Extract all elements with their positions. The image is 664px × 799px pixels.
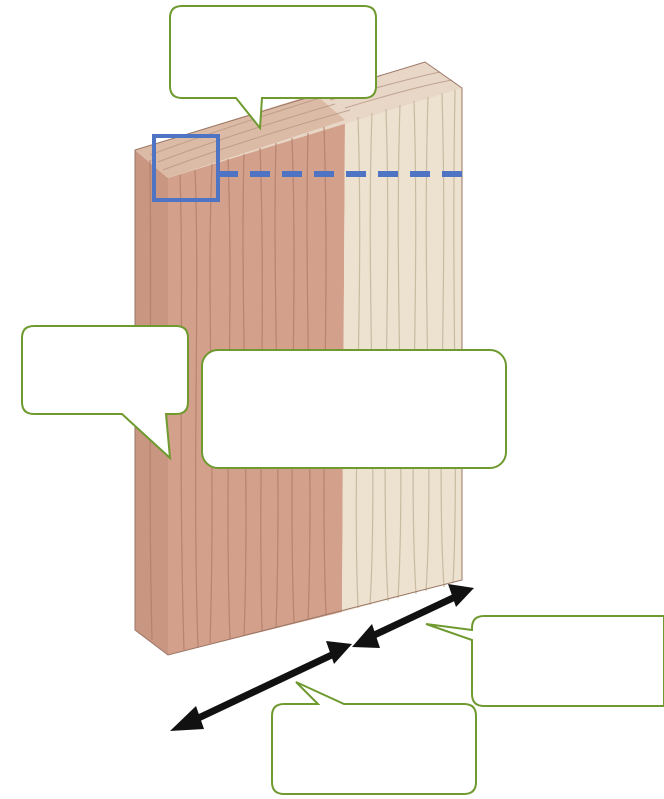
growth-rings xyxy=(149,71,453,171)
callout-bottom xyxy=(271,681,477,795)
end-grain-heartwood xyxy=(135,94,345,178)
width-arrow-shaft xyxy=(188,648,340,726)
callout-left xyxy=(21,325,189,461)
width-arrow-head-right xyxy=(326,641,352,664)
end-grain-marker-square xyxy=(152,134,220,202)
depth-arrow-head-left xyxy=(352,624,380,648)
arrows xyxy=(170,584,474,731)
callout-top xyxy=(169,5,377,131)
depth-arrow-shaft xyxy=(366,593,457,642)
depth-arrow-head-right xyxy=(448,584,474,607)
callout-right-bottom xyxy=(425,615,664,707)
callout-center xyxy=(201,349,507,469)
width-arrow-head-left xyxy=(170,706,204,731)
board-outline xyxy=(134,61,463,656)
